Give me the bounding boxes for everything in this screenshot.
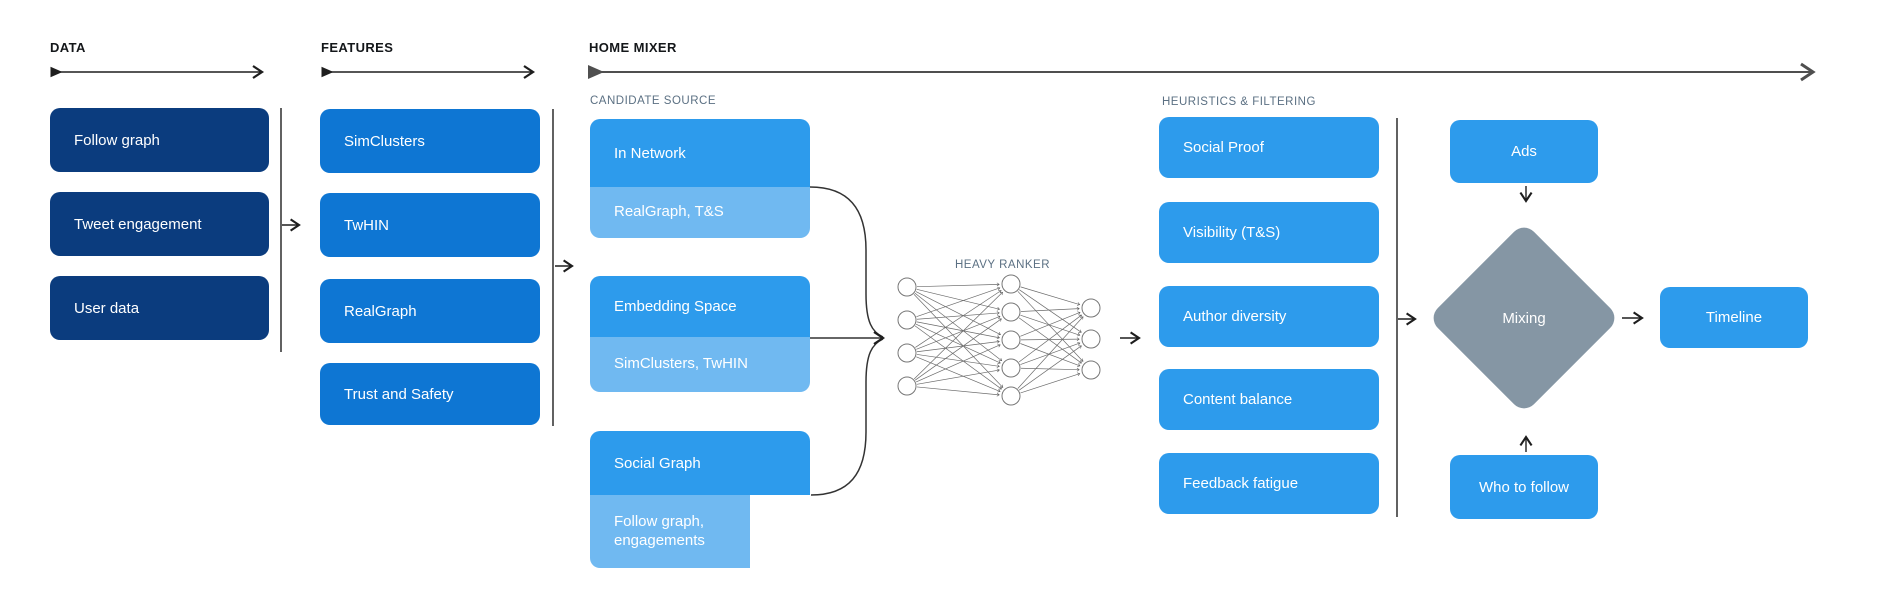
- feature-box-label: TwHIN: [344, 216, 389, 234]
- ads-box-label: Ads: [1511, 143, 1537, 160]
- candidate-stack-embedding-space: Embedding Space SimClusters, TwHIN: [590, 276, 810, 392]
- curve-social-graph-to-ranker: [810, 338, 884, 496]
- candidate-secondary-label: SimClusters, TwHIN: [614, 355, 748, 373]
- timeline-box: Timeline: [1660, 287, 1808, 348]
- heavy-ranker-label: HEAVY RANKER: [954, 259, 1051, 271]
- data-box-label: User data: [74, 299, 140, 317]
- data-box-label: Tweet engagement: [74, 215, 202, 233]
- candidate-secondary-label: RealGraph, T&S: [614, 203, 724, 221]
- curve-in-network-to-ranker: [809, 186, 884, 338]
- heuristic-box-content-balance: Content balance: [1159, 369, 1379, 430]
- candidate-primary-label: In Network: [614, 144, 686, 162]
- candidate-secondary-label: Follow graph, engagements: [614, 512, 705, 549]
- network-node: [897, 277, 917, 297]
- feature-box-label: Trust and Safety: [344, 385, 454, 403]
- heuristic-box-label: Visibility (T&S): [1183, 224, 1281, 241]
- data-box-user-data: User data: [50, 276, 269, 340]
- feature-box-realgraph: RealGraph: [320, 279, 540, 343]
- heuristic-box-label: Social Proof: [1183, 139, 1264, 156]
- heavy-ranker-network: [897, 274, 1101, 406]
- candidate-primary-label: Social Graph: [614, 454, 701, 472]
- mixing-diamond-label: Mixing: [1456, 250, 1592, 386]
- feature-box-simclusters: SimClusters: [320, 109, 540, 173]
- candidate-primary: Embedding Space: [590, 276, 810, 337]
- data-box-tweet-engagement: Tweet engagement: [50, 192, 269, 256]
- data-section-title: DATA: [50, 40, 86, 55]
- candidate-primary-label: Embedding Space: [614, 298, 737, 315]
- timeline-label: Timeline: [1705, 309, 1763, 326]
- heuristic-box-label: Content balance: [1183, 391, 1293, 408]
- heuristic-box-label: Feedback fatigue: [1183, 475, 1299, 492]
- features-section-title: FEATURES: [321, 40, 394, 55]
- network-node: [1001, 274, 1021, 294]
- heuristic-box-author-diversity: Author diversity: [1159, 286, 1379, 347]
- heuristic-box-label: Author diversity: [1183, 308, 1287, 325]
- heuristic-box-social-proof: Social Proof: [1159, 117, 1379, 178]
- feature-box-trust-and-safety: Trust and Safety: [320, 363, 540, 425]
- network-node: [1081, 329, 1101, 349]
- network-node: [897, 343, 917, 363]
- home-mixer-section-title: HOME MIXER: [589, 40, 677, 55]
- candidate-primary: In Network: [590, 119, 810, 187]
- network-node: [1001, 330, 1021, 350]
- network-node: [897, 310, 917, 330]
- candidate-primary: Social Graph: [590, 431, 810, 495]
- who-to-follow-box: Who to follow: [1450, 455, 1598, 519]
- feature-box-label: SimClusters: [344, 132, 425, 150]
- data-box-follow-graph: Follow graph: [50, 108, 269, 172]
- candidate-source-label: CANDIDATE SOURCE: [590, 95, 716, 107]
- feature-box-twhin: TwHIN: [320, 193, 540, 257]
- candidate-secondary: SimClusters, TwHIN: [590, 337, 810, 392]
- candidate-stack-social-graph: Social Graph Follow graph, engagements: [590, 431, 810, 568]
- mixing-label: Mixing: [1502, 309, 1546, 327]
- ads-box: Ads: [1450, 120, 1598, 183]
- data-box-label: Follow graph: [74, 131, 160, 149]
- candidate-secondary: Follow graph, engagements: [590, 495, 750, 568]
- network-node: [1001, 302, 1021, 322]
- who-to-follow-label: Who to follow: [1478, 478, 1570, 496]
- heuristic-box-visibility: Visibility (T&S): [1159, 202, 1379, 263]
- heuristic-box-feedback-fatigue: Feedback fatigue: [1159, 453, 1379, 514]
- feature-box-label: RealGraph: [344, 302, 417, 320]
- network-node: [897, 376, 917, 396]
- candidate-secondary: RealGraph, T&S: [590, 187, 810, 238]
- network-node: [1081, 298, 1101, 318]
- heuristics-filtering-label: HEURISTICS & FILTERING: [1162, 96, 1316, 108]
- network-node: [1001, 358, 1021, 378]
- network-node: [1081, 360, 1101, 380]
- network-node: [1001, 386, 1021, 406]
- candidate-stack-in-network: In Network RealGraph, T&S: [590, 119, 810, 238]
